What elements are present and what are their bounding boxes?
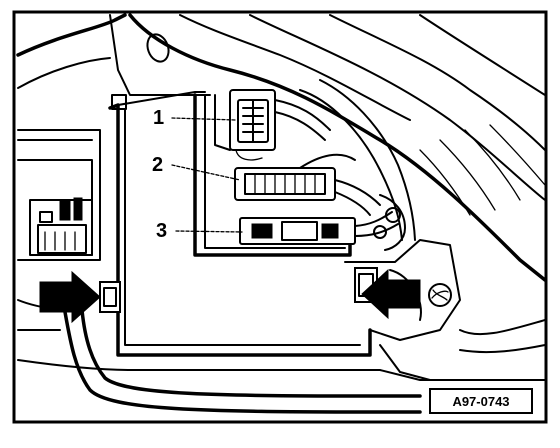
callout-leaders [171,117,243,233]
arrow-right-icon [39,270,101,324]
callout-2-label: 2 [152,154,163,176]
callout-3-label: 3 [156,220,167,242]
reference-code: A97-0743 [452,394,509,409]
reference-code-box: A97-0743 [429,388,533,414]
arrow-left-icon [361,268,421,320]
callout-1-label: 1 [153,107,164,129]
illustration-body [16,13,547,414]
